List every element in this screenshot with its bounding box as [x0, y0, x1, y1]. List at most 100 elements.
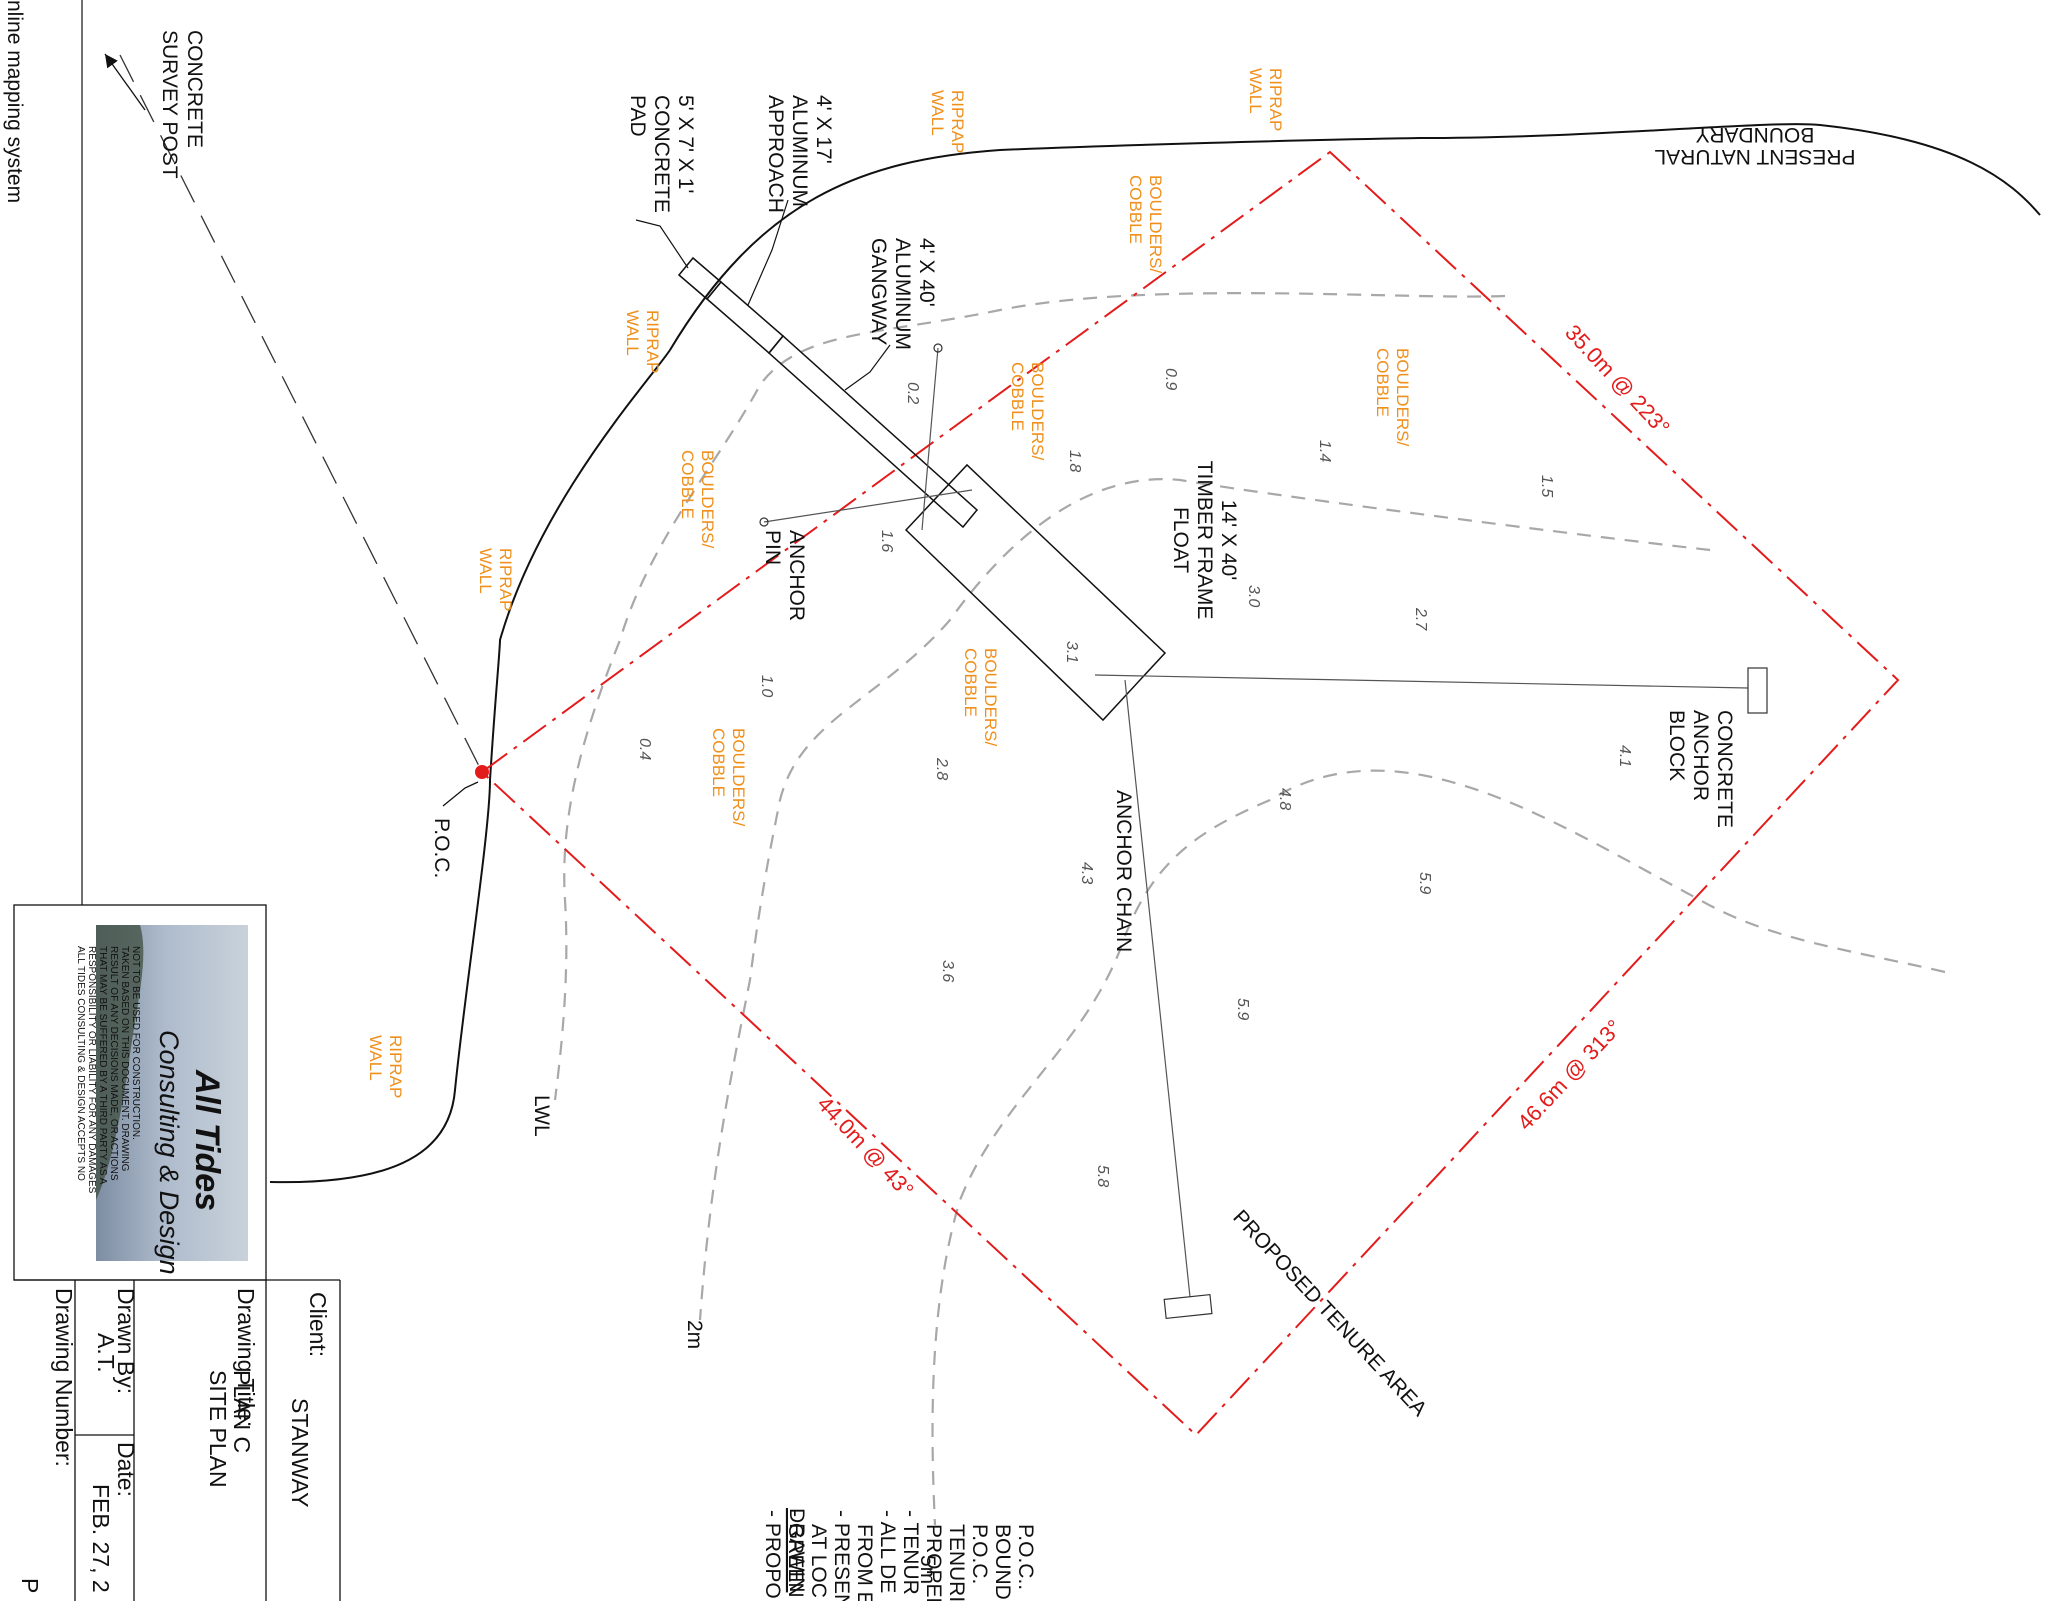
riprap-1b: WALL: [1246, 68, 1265, 114]
depth-15: 5.9: [1416, 872, 1433, 894]
disclaimer-2: RESPONSIBILITY OR LIABILITY FOR ANY DAMA…: [86, 946, 97, 1194]
riprap-3a: RIPRAP: [643, 310, 662, 373]
anchor-line-gangway: [921, 347, 939, 531]
tenure-area-label: PROPOSED TENURE AREA: [1228, 1206, 1431, 1421]
note-line-11: BOUND: [991, 1524, 1014, 1600]
chain-anchor-block: [1163, 1293, 1213, 1320]
anchor-block-label-1: CONCRETE: [1713, 710, 1736, 828]
drawing-number-value: P: [17, 1578, 43, 1593]
contour-5m: [931, 769, 1946, 1526]
anchor-block-label-3: BLOCK: [1665, 710, 1688, 781]
edge-south-label: 44.0m @ 43°: [812, 1091, 918, 1202]
depth-contours: [553, 292, 1946, 1526]
lwl-label: LWL: [530, 1095, 553, 1137]
survey-post-label-2: SURVEY POST: [158, 30, 181, 179]
drawing-title-2: PLAN C: [229, 1370, 255, 1453]
svg-text:5' X 7' X 1'CONCRETEPAD: 5' X 7' X 1'CONCRETEPAD: [626, 95, 697, 213]
pad-label-2: CONCRETE: [650, 95, 673, 213]
drawing-number-label: Drawing Number:: [51, 1288, 77, 1467]
svg-text:RIPRAPWALL: RIPRAPWALL: [476, 548, 515, 611]
boulders-4a: BOULDERS/: [698, 450, 717, 549]
seabed-annotations: RIPRAPWALL RIPRAPWALL RIPRAPWALL RIPRAPW…: [366, 68, 1412, 1098]
approach: [705, 280, 785, 355]
riprap-2b: WALL: [928, 90, 947, 136]
approach-label-2: ALUMINUM: [788, 95, 811, 207]
depth-3: 1.5: [1538, 475, 1555, 497]
depth-16: 5.9: [1234, 998, 1251, 1020]
company-tagline: Consulting & Design: [154, 1030, 184, 1275]
client-label: Client:: [305, 1292, 331, 1357]
drawn-by-value: A.T.: [93, 1333, 119, 1373]
anchor-chain-line: [1124, 679, 1191, 1298]
riprap-5a: RIPRAP: [386, 1035, 405, 1098]
disclaimer-6: NOT TO BE USED FOR CONSTRUCTION.: [130, 946, 141, 1140]
depth-7: 2.7: [1412, 607, 1429, 631]
date-label: Date:: [113, 1442, 139, 1497]
drawing-title-label: Drawing Title:: [233, 1288, 259, 1427]
poc-point: [475, 765, 489, 779]
drawn-by-label: Drawn By:: [113, 1288, 139, 1394]
disclaimer-3: THAT MAY BE SUFFERED BY A THIRD PARTY AS…: [97, 946, 108, 1185]
contour-2m: [698, 478, 1711, 1321]
concrete-anchor-block: [1747, 667, 1768, 714]
boulders-2b: COBBLE: [1373, 348, 1392, 417]
svg-text:RIPRAPWALL: RIPRAPWALL: [623, 310, 662, 373]
riprap-5b: WALL: [366, 1035, 385, 1081]
float-label-1: 14' X 40': [1217, 500, 1240, 580]
note-line-6: - ALL DE: [876, 1510, 899, 1593]
approach-label-3: APPROACH: [764, 95, 787, 213]
boulders-1a: BOULDERS/: [1146, 175, 1165, 274]
depth-1: 0.9: [1162, 368, 1179, 390]
gangway: [767, 334, 979, 529]
coastline: [269, 123, 2041, 1184]
svg-text:ALL TIDES CONSULTING & DESIGN: ALL TIDES CONSULTING & DESIGN ACCEPTS NO…: [75, 946, 141, 1196]
gangway-leader: [844, 344, 891, 391]
riprap-4b: WALL: [476, 548, 495, 594]
contour-2m-label: 2m: [683, 1320, 706, 1349]
notes-heading: DRAWIN: [785, 1508, 808, 1592]
depth-9: 1.0: [758, 675, 775, 697]
pad-label-3: PAD: [626, 95, 649, 137]
anchor-chain-label: ANCHOR CHAIN: [1112, 790, 1135, 952]
riprap-3b: WALL: [623, 310, 642, 356]
pad-leader: [635, 219, 689, 269]
depth-8: 3.1: [1063, 641, 1080, 663]
gangway-label-2: ALUMINUM: [891, 238, 914, 350]
anchor-line-pin: [763, 489, 973, 523]
pad-label-1: 5' X 7' X 1': [674, 95, 697, 193]
depth-12: 4.1: [1616, 745, 1633, 767]
title-block: All Tides Consulting & Design ALL TIDES …: [13, 904, 341, 1601]
boulders-3a: BOULDERS/: [1028, 362, 1047, 461]
contour-5m-label: 5m: [916, 1555, 939, 1584]
anchor-block-label-2: ANCHOR: [1689, 710, 1712, 801]
svg-text:RIPRAPWALL: RIPRAPWALL: [366, 1035, 405, 1098]
depth-0: 0.2: [904, 382, 921, 404]
anchor-pin-label-1: ANCHOR: [785, 530, 808, 621]
date-value: FEB. 27, 2: [88, 1484, 114, 1593]
riprap-2a: RIPRAP: [948, 90, 967, 153]
depth-18: 5.8: [1094, 1165, 1111, 1187]
poc-label: P.O.C.: [430, 818, 453, 878]
gangway-anchor-circle: [933, 343, 943, 353]
anchor-line-block: [1094, 674, 1749, 689]
note-line-1: - PROPO: [761, 1510, 784, 1599]
contour-lwl: [553, 292, 1506, 1101]
note-line-7: - TENUR: [899, 1510, 922, 1595]
anchor-system: [759, 343, 1768, 1320]
svg-text:14' X 40'TIMBER FRAMEFLOAT: 14' X 40'TIMBER FRAMEFLOAT: [1169, 461, 1240, 620]
timber-float: [904, 463, 1167, 722]
drawing-notes: DRAWIN - PROPO - GREEN AT LOC - PRESEN F…: [761, 1508, 1037, 1601]
survey-post-label-1: CONCRETE: [183, 30, 206, 148]
disclaimer-5: TAKEN BASED ON THIS DOCUMENT. DRAWING: [119, 946, 130, 1172]
svg-text:BOULDERS/COBBLE: BOULDERS/COBBLE: [709, 728, 748, 827]
riprap-4a: RIPRAP: [496, 548, 515, 611]
svg-text:BOULDERS/COBBLE: BOULDERS/COBBLE: [678, 450, 717, 549]
boulders-2a: BOULDERS/: [1393, 348, 1412, 447]
boulders-1b: COBBLE: [1126, 175, 1145, 244]
svg-text:BOULDERS/COBBLE: BOULDERS/COBBLE: [1008, 362, 1047, 461]
boulders-6a: BOULDERS/: [729, 728, 748, 827]
note-line-2: - GREEN: [784, 1510, 807, 1598]
svg-text:CONCRETESURVEY POST: CONCRETESURVEY POST: [158, 30, 206, 179]
client-value: STANWAY: [287, 1398, 313, 1507]
